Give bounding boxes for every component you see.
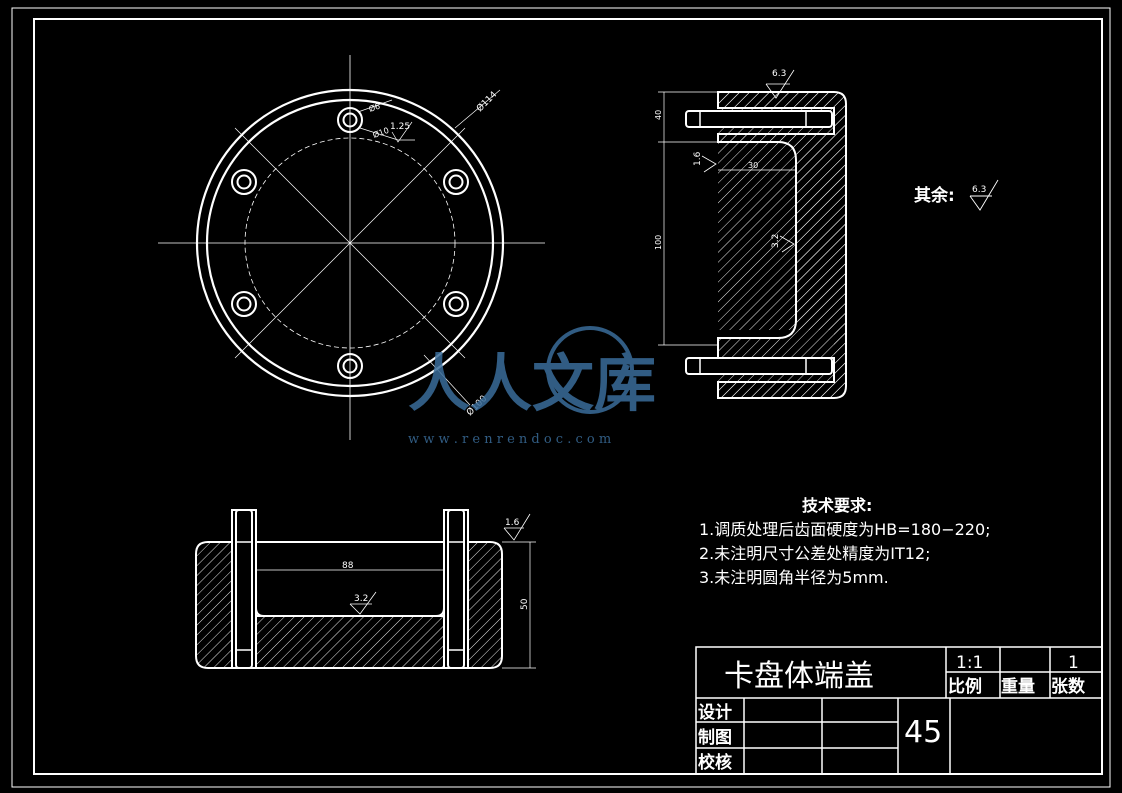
bolt-hole: [231, 291, 257, 317]
dim-inner-width: 88: [342, 561, 354, 571]
drafter-label: 制图: [698, 727, 732, 748]
dim-roughness-top: 6.3: [772, 69, 786, 79]
dim-counterbore-dia: Ø10: [371, 125, 390, 140]
dim-height: 100: [654, 235, 663, 250]
watermark: 人人文库 w w w . r e n r e n d o c . c o m: [408, 326, 656, 447]
other-roughness-label: 其余:: [914, 185, 955, 206]
scale-value: 1:1: [956, 653, 983, 673]
roughness-symbol: [969, 179, 999, 211]
watermark-logo-ring: [546, 326, 634, 414]
dim-roughness-bore: 3.2: [771, 234, 781, 248]
outer-border: [11, 7, 1111, 788]
sheets-value: 1: [1068, 653, 1079, 673]
checker-label: 校核: [698, 752, 732, 773]
watermark-url: w w w . r e n r e n d o c . c o m: [408, 432, 611, 447]
dim-outer-dia: Ø114: [474, 89, 499, 114]
material: 45: [904, 715, 942, 750]
dim-roughness-floor: 3.2: [354, 594, 368, 604]
dim-roughness-right: 1.6: [505, 518, 520, 528]
other-roughness-value: 6.3: [972, 185, 986, 195]
title-block: [695, 646, 1103, 775]
top-view: [158, 55, 545, 440]
dim-hole-dia: Ø6: [367, 101, 381, 114]
bolt-hole: [443, 169, 469, 195]
dim-front-height: 50: [520, 598, 530, 610]
dim-bore-width: 30: [748, 161, 758, 170]
tech-requirement-item: 1.调质处理后齿面硬度为HB=180−220;: [699, 520, 991, 539]
side-view: [658, 69, 847, 399]
designer-label: 设计: [698, 702, 732, 723]
bolt-hole: [231, 169, 257, 195]
bolt-hole: [337, 107, 363, 133]
inner-border: [33, 18, 1103, 775]
scale-label: 比例: [948, 676, 982, 697]
dim-flange: 40: [654, 110, 663, 120]
dim-roughness: 1.25: [390, 122, 410, 132]
part-name: 卡盘体端盖: [724, 659, 874, 694]
bolt-hole: [337, 353, 363, 379]
tech-requirement-item: 2.未注明尺寸公差处精度为IT12;: [699, 544, 931, 563]
weight-label: 重量: [1001, 676, 1035, 697]
front-view: [195, 509, 536, 669]
sheets-label: 张数: [1051, 676, 1086, 697]
tech-requirement-item: 3.未注明圆角半径为5mm.: [699, 568, 889, 587]
tech-requirements-heading: 技术要求:: [802, 496, 872, 515]
watermark-brand: 人人文库: [408, 347, 656, 420]
dim-roughness-inner: 1.6: [693, 151, 703, 166]
bolt-hole: [443, 291, 469, 317]
